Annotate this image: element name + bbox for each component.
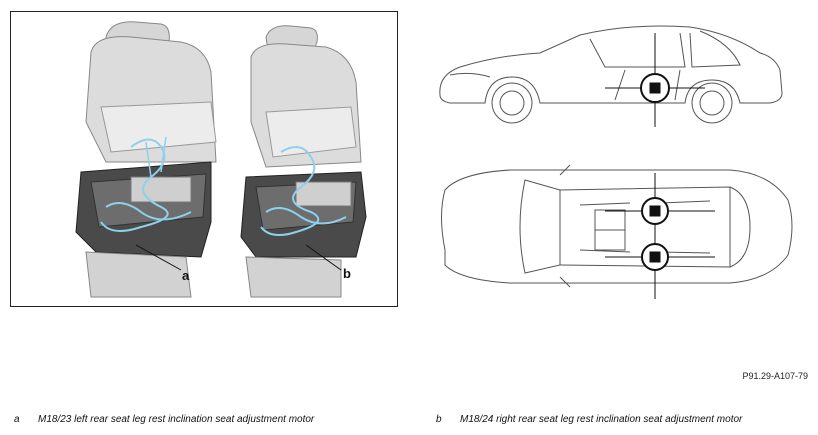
- seat-illustration-frame: a b: [10, 11, 398, 307]
- side-view-location-marker: [605, 33, 705, 127]
- legend-item-b: b M18/24 right rear seat leg rest inclina…: [436, 414, 742, 425]
- vehicle-drawings: [439, 25, 793, 299]
- callout-a: a: [182, 268, 190, 283]
- car-side-view: [439, 25, 783, 124]
- vehicle-location-diagram: [430, 15, 810, 305]
- legend-text: M18/24 right rear seat leg rest inclinat…: [460, 414, 743, 425]
- callout-b-leader: [305, 244, 342, 271]
- callout-b: b: [343, 266, 351, 281]
- legend-key: a: [14, 414, 20, 425]
- legend-key: b: [436, 414, 442, 425]
- seat-left: [75, 21, 217, 298]
- legend-text: M18/23 left rear seat leg rest inclinati…: [38, 414, 315, 425]
- top-view-location-marker-right: [605, 237, 715, 299]
- seats-drawing: [75, 21, 367, 298]
- callout-a-leader: [135, 244, 182, 271]
- car-top-view: [441, 164, 793, 288]
- legend-item-a: a M18/23 left rear seat leg rest inclinat…: [14, 414, 314, 425]
- top-view-location-marker-left: [605, 173, 715, 237]
- figure-reference-code: P91.29-A107-79: [742, 371, 808, 381]
- seat-right: [240, 25, 367, 298]
